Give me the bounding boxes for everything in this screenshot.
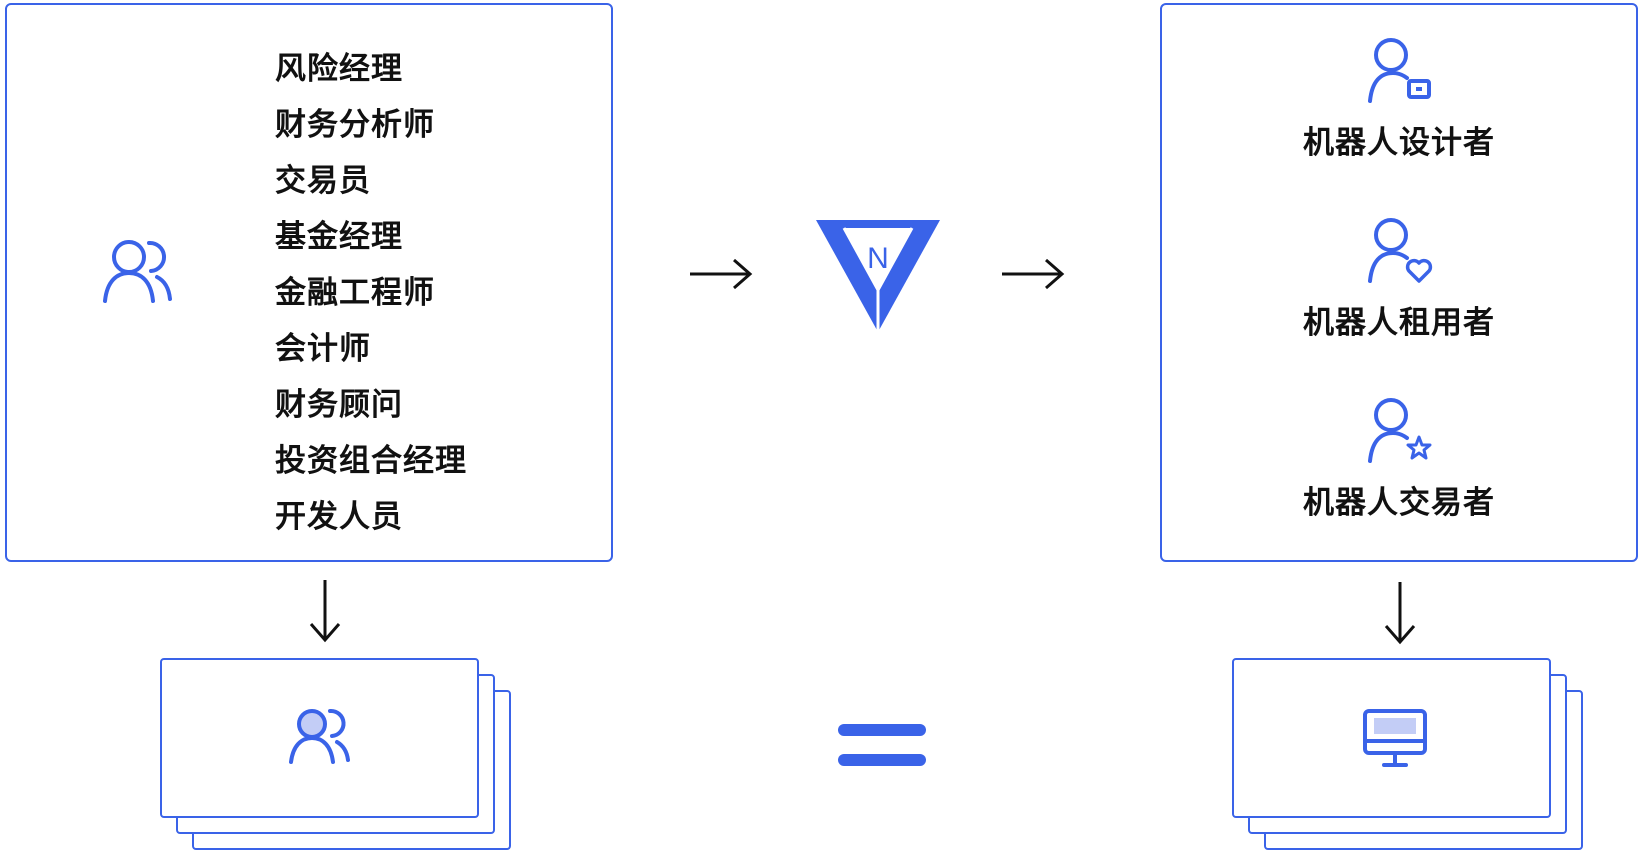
role-item: 投资组合经理 [275, 443, 467, 479]
robot-renter-label: 机器人租用者 [1303, 305, 1495, 341]
role-item: 金融工程师 [275, 275, 435, 311]
role-item: 财务顾问 [275, 387, 403, 423]
role-item: 基金经理 [275, 219, 403, 255]
role-item: 开发人员 [275, 499, 403, 535]
monitor-icon [1363, 709, 1427, 767]
users-icon [289, 708, 350, 764]
down-arrow-icon [1384, 582, 1416, 645]
role-list: 风险经理 财务分析师 交易员 基金经理 金融工程师 会计师 财务顾问 投资组合经… [275, 41, 467, 545]
users-icon [103, 240, 172, 303]
stack-card-front [1232, 658, 1551, 818]
equals-icon [838, 724, 926, 766]
role-item: 会计师 [275, 331, 371, 367]
role-item: 交易员 [275, 163, 371, 199]
stack-card-front [160, 658, 479, 818]
down-arrow-icon [309, 580, 341, 643]
role-item: 风险经理 [275, 51, 403, 87]
role-item: 财务分析师 [275, 107, 435, 143]
right-arrow-icon [690, 258, 753, 290]
user-star-icon [1368, 398, 1432, 463]
human-roles-panel: 风险经理 财务分析师 交易员 基金经理 金融工程师 会计师 财务顾问 投资组合经… [5, 3, 613, 562]
logo-letter: N [867, 242, 889, 275]
robot-trader-label: 机器人交易者 [1303, 485, 1495, 521]
user-badge-icon [1368, 38, 1431, 103]
robot-roles-panel: 机器人设计者 机器人租用者 机器人交易者 [1160, 3, 1638, 562]
triangle-logo-icon: N [816, 220, 940, 332]
right-arrow-icon [1002, 258, 1065, 290]
robot-designer-label: 机器人设计者 [1303, 125, 1495, 161]
user-heart-icon [1368, 218, 1433, 283]
